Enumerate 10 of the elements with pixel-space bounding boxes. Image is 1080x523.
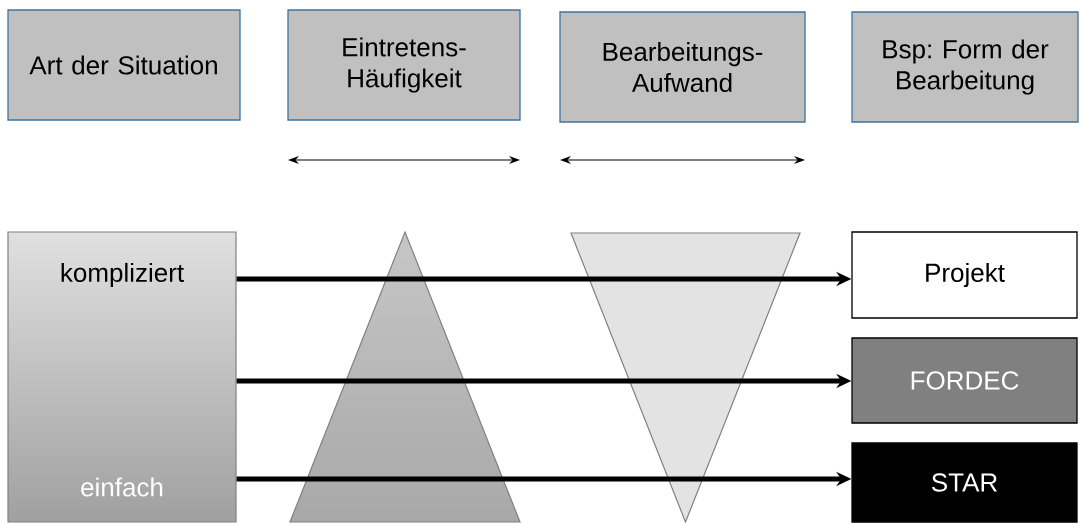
header-box: Eintretens- Häufigkeit xyxy=(287,9,521,121)
situation-box xyxy=(7,231,237,523)
method-box: FORDEC xyxy=(851,337,1078,424)
header-box: Art der Situation xyxy=(7,9,241,121)
header-box: Bsp: Form der Bearbeitung xyxy=(851,11,1079,123)
method-box: STAR xyxy=(851,442,1078,523)
header-box: Bearbeitungs- Aufwand xyxy=(559,11,806,123)
method-box: Projekt xyxy=(851,231,1078,319)
situation-label: einfach xyxy=(81,477,163,497)
situation-label: kompliziert xyxy=(61,262,184,288)
